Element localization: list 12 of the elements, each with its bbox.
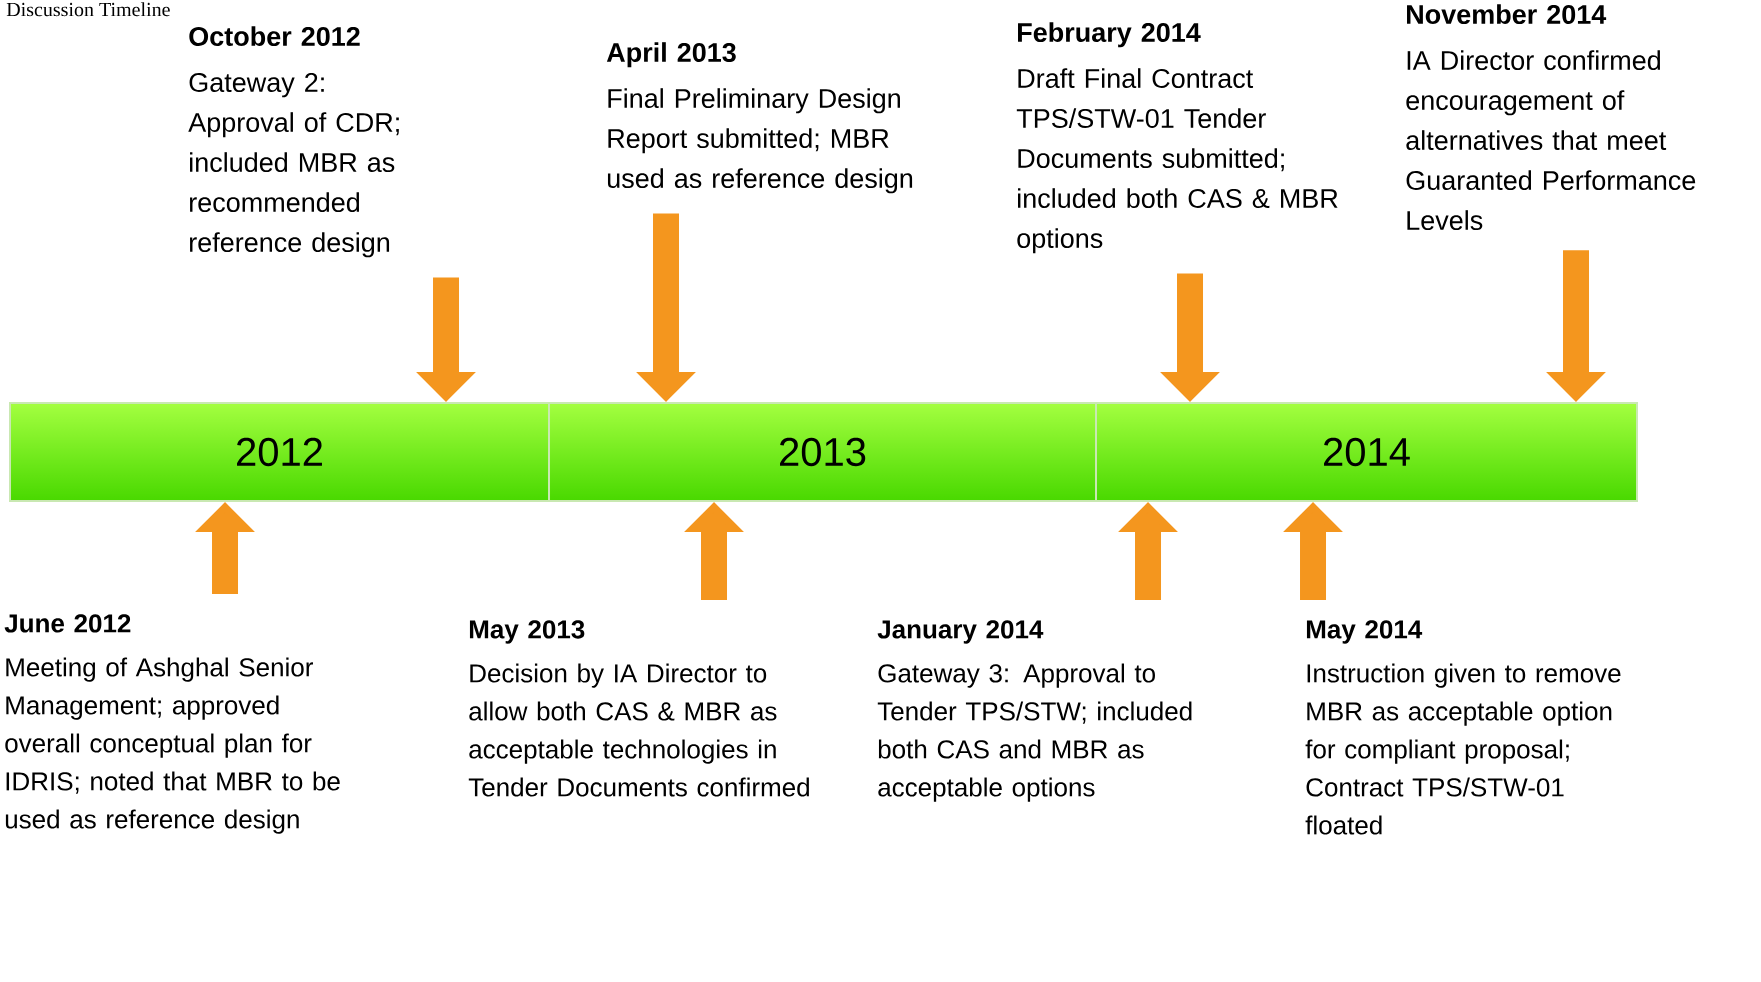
event-text: November 2014 IA Director confirmed encouragement of alternatives that meet Guaranted Performance Levels: [1406, 4, 1696, 231]
year-band: 2014: [1095, 402, 1638, 502]
event-text: May 2014 Instruction given to remove MBR as acceptable option for compliant proposal; Contract TPS/STW-01 floated: [1305, 620, 1621, 835]
title: Discussion Timeline: [6, 2, 170, 17]
event-text: May 2013 Decision by IA Director to allow both CAS & MBR as acceptable technologies in Tender Documents confirmed: [468, 620, 809, 797]
event-text: June 2012 Meeting of Ashghal Senior Management; approved overall conceptual plan for IDRIS; noted that MBR to be used as reference design: [4, 614, 340, 834]
event-text: April 2013 Final Preliminary Design Report submitted; MBR used as reference design: [606, 42, 913, 194]
event-text: February 2014 Draft Final Contract TPS/STW-01 Tender Documents submitted; included both CAS & MBR options: [1016, 22, 1338, 254]
year-band: 2012: [9, 402, 550, 502]
event-text: October 2012 Gateway 2: Approval of CDR; included MBR as recommended reference design: [188, 26, 399, 258]
event-text: January 2014 Gateway 3: Approval to Tender TPS/STW; included both CAS and MBR as acceptable options: [877, 620, 1192, 802]
year-band: 2013: [548, 402, 1097, 502]
